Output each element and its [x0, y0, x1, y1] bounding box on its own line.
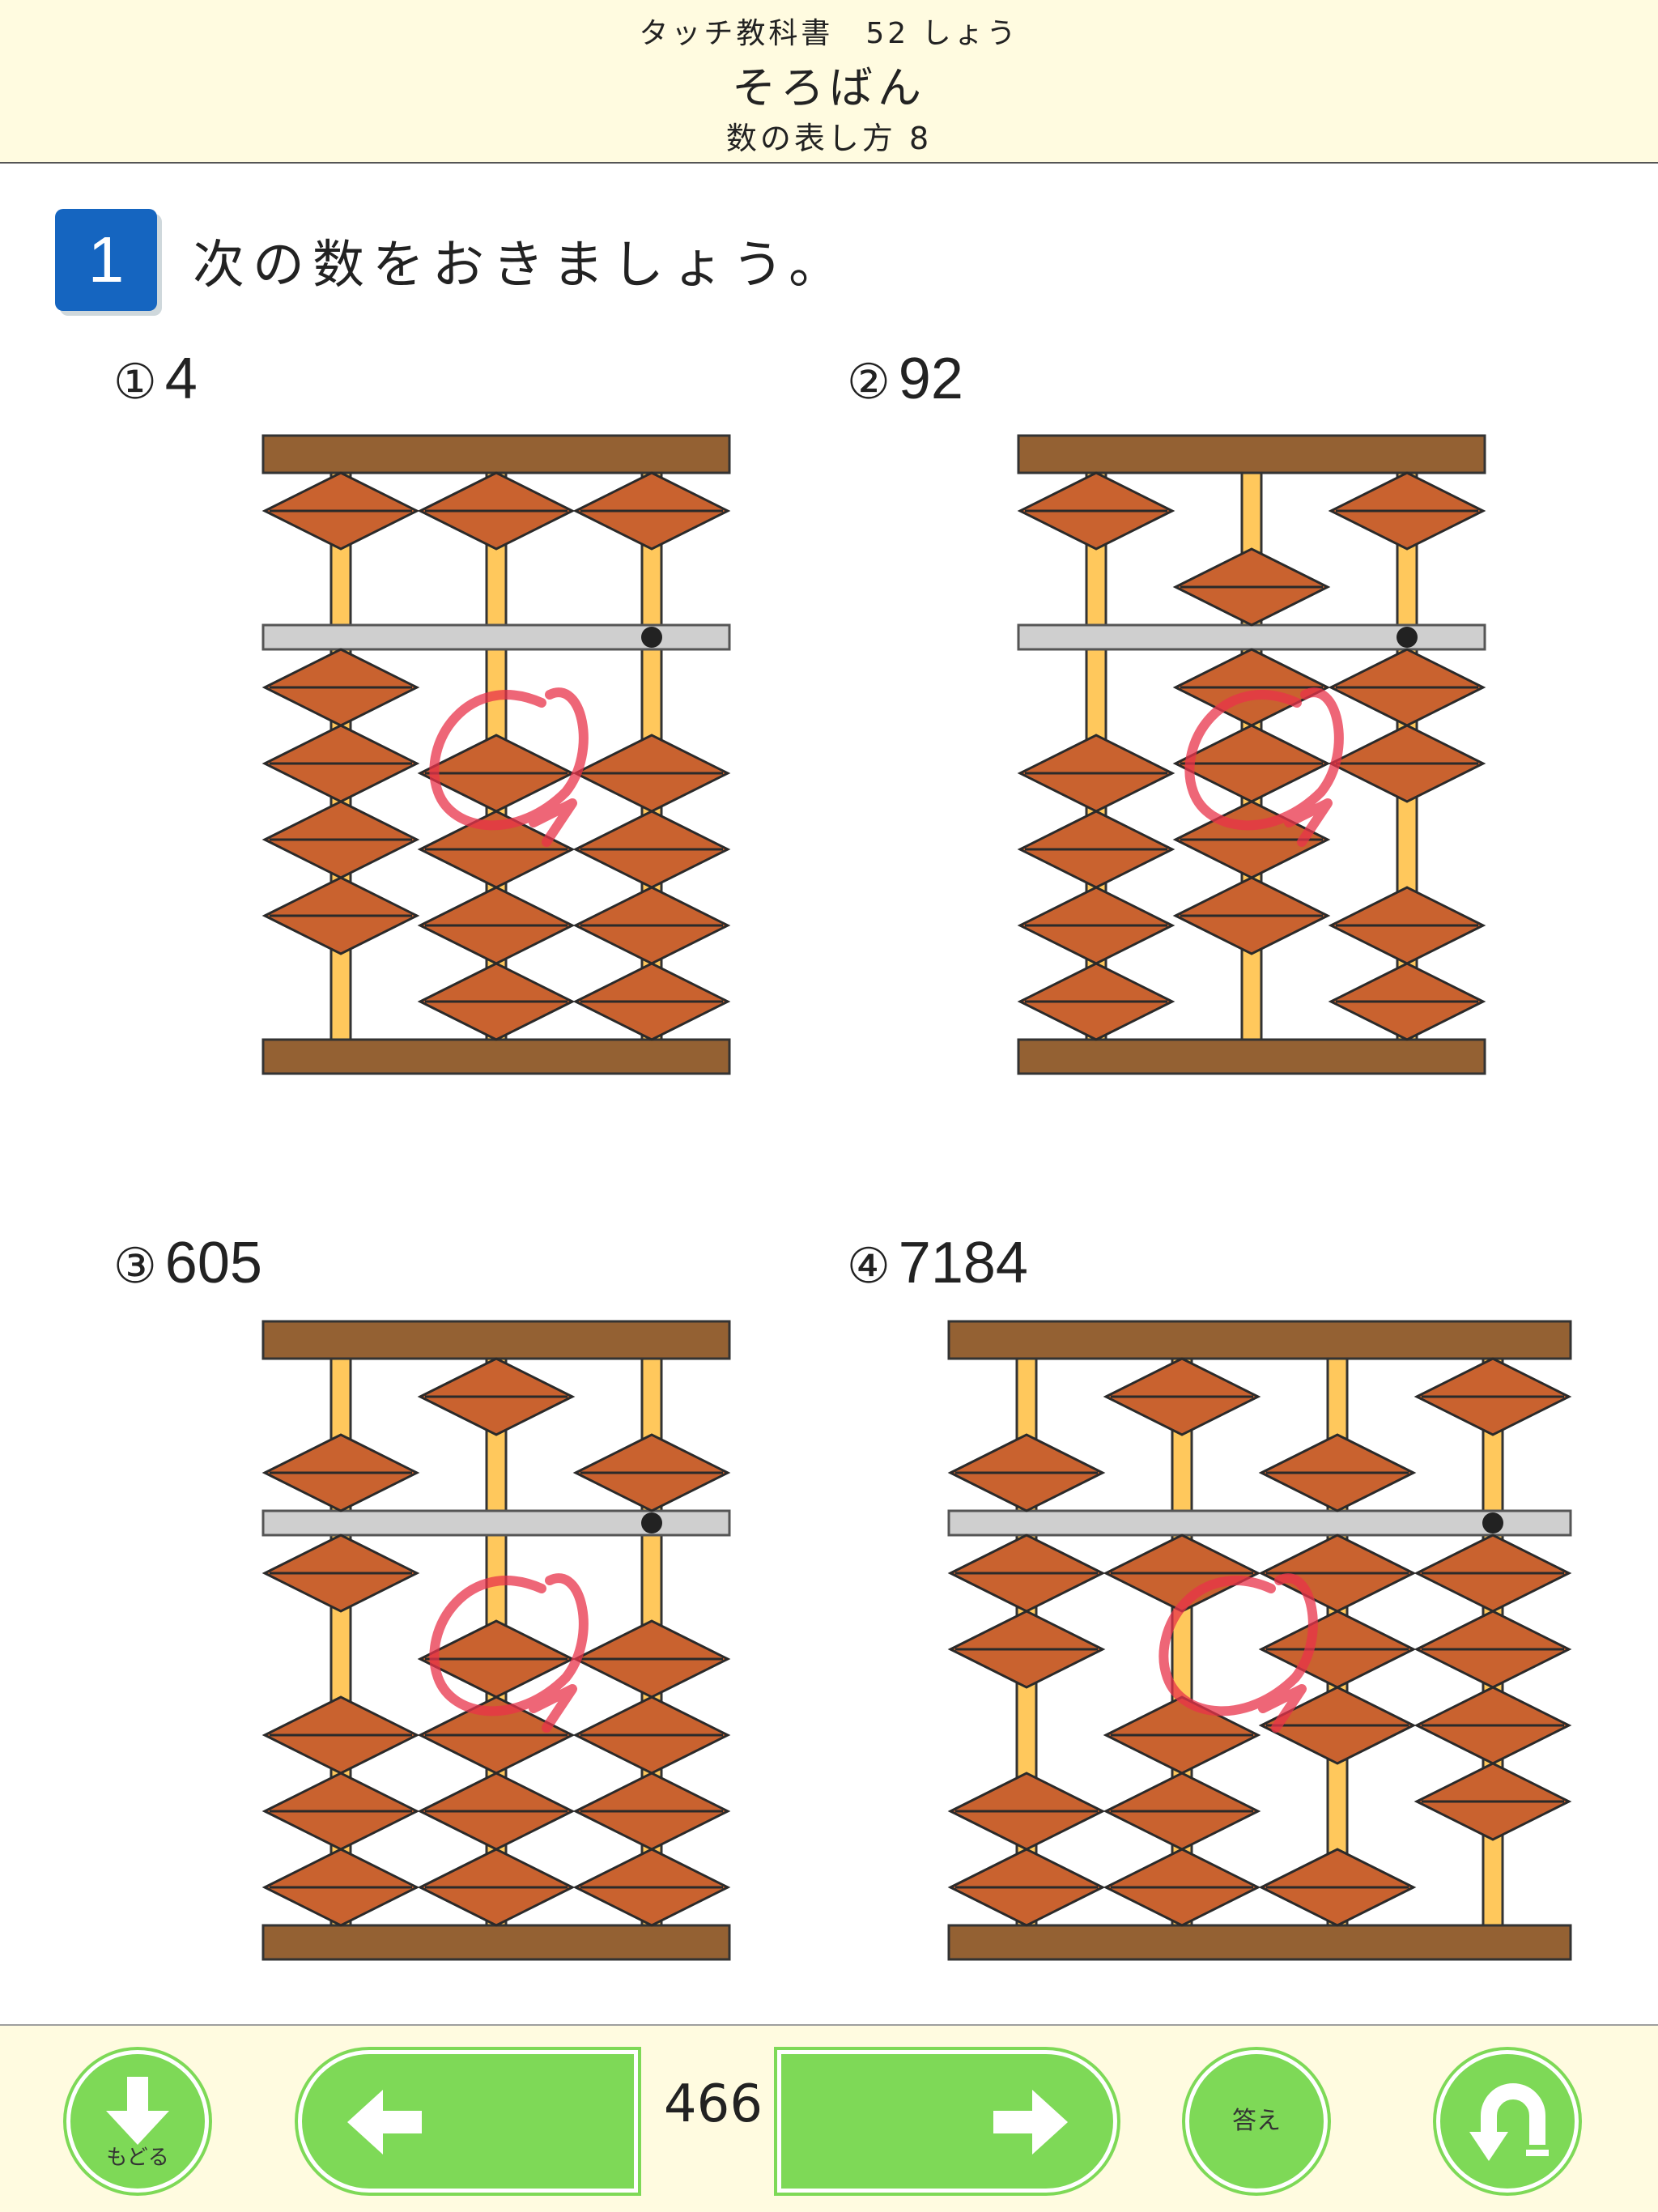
back-button[interactable]: もどる	[66, 2050, 209, 2193]
prev-page-button[interactable]	[298, 2050, 638, 2193]
unit-dot	[1482, 1512, 1503, 1534]
page-title: そろばん	[732, 62, 926, 113]
question-number-badge: 1	[55, 209, 157, 311]
header: タッチ教科書 52 しょう そろばん 数の表し方 8	[0, 0, 1658, 164]
u-turn-icon	[1469, 2083, 1549, 2161]
problem-marker: ③	[113, 1239, 157, 1293]
abacus-frame-bottom	[947, 1924, 1572, 1961]
unit-dot	[641, 1512, 662, 1534]
undo-button[interactable]	[1436, 2050, 1579, 2193]
question-text: 次の数をおきましょう。	[193, 236, 849, 296]
problem-marker: ①	[113, 355, 157, 409]
book-label: タッチ教科書 52 しょう	[639, 17, 1019, 50]
abacus-frame-top	[1017, 434, 1486, 474]
unit-dot	[1397, 627, 1418, 648]
handwritten-circle-annotation	[1158, 1573, 1318, 1733]
abacus-frame-top	[261, 1320, 731, 1360]
page-number: 466	[663, 2074, 763, 2134]
problem-value: 4	[164, 347, 198, 411]
problem-marker: ②	[847, 355, 891, 409]
unit-dot	[641, 627, 662, 648]
handwritten-circle-annotation	[1184, 687, 1344, 847]
abacus-reckoning-bar	[947, 1509, 1572, 1537]
next-page-button[interactable]	[777, 2050, 1117, 2193]
back-button-label: もどる	[106, 2146, 169, 2170]
answer-button[interactable]: 答え	[1185, 2050, 1328, 2193]
page-subtitle: 数の表し方 8	[725, 121, 933, 156]
answer-button-label: 答え	[1232, 2107, 1281, 2135]
problem-value: 7184	[898, 1231, 1028, 1295]
abacus-frame-top	[261, 434, 731, 474]
handwritten-circle-annotation	[429, 1573, 589, 1733]
handwritten-circle-annotation	[429, 687, 589, 847]
abacus-frame-bottom	[1017, 1038, 1486, 1075]
abacus-frame-bottom	[261, 1038, 731, 1075]
right-arrow-icon	[993, 2090, 1068, 2155]
down-arrow-icon	[106, 2077, 169, 2145]
problem-value: 92	[898, 347, 963, 411]
left-arrow-icon	[347, 2090, 422, 2155]
abacus-frame-bottom	[261, 1924, 731, 1961]
problem-marker: ④	[847, 1239, 891, 1293]
abacus-area[interactable]	[0, 0, 1658, 2024]
abacus-frame-top	[947, 1320, 1572, 1360]
problem-value: 605	[164, 1231, 262, 1295]
